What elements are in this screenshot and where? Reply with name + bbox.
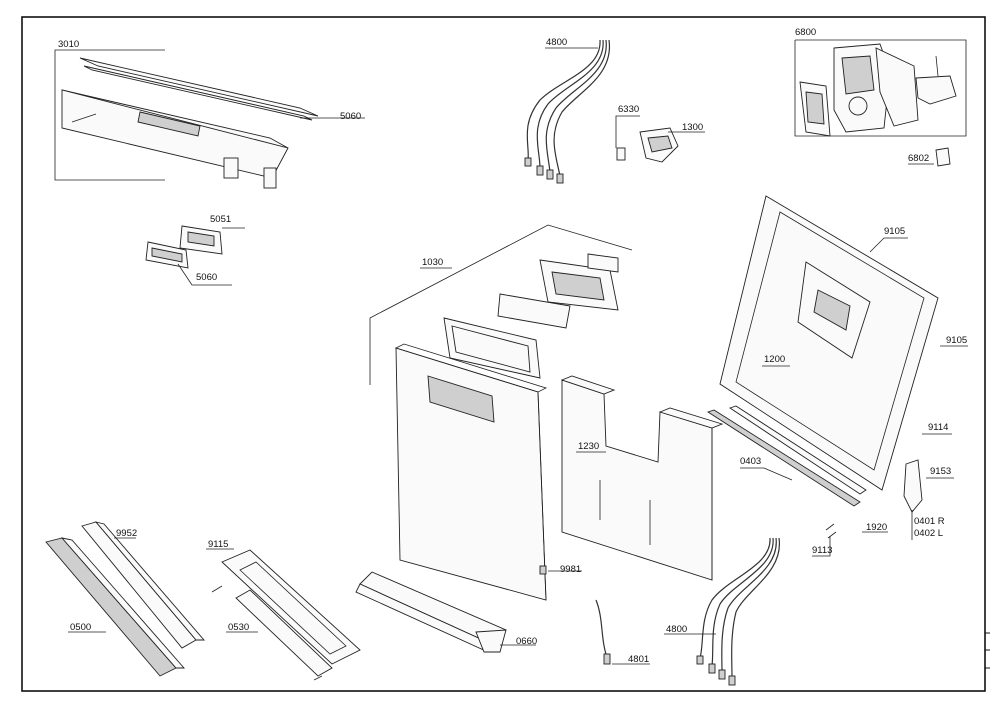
part-group-9113	[812, 523, 837, 557]
part-group-4800-upper	[524, 39, 610, 184]
label-5060-top: 5060	[340, 111, 361, 122]
label-9113: 9113	[812, 545, 832, 556]
diagram-border	[21, 16, 986, 692]
label-4801: 4801	[628, 654, 649, 665]
label-0530: 0530	[228, 622, 249, 633]
label-9105-top: 9105	[884, 226, 905, 237]
label-1200: 1200	[764, 354, 785, 365]
label-6330: 6330	[618, 104, 639, 115]
part-group-1230	[560, 375, 724, 581]
label-0402: 0402 L	[914, 528, 943, 539]
label-6800: 6800	[795, 27, 816, 38]
label-9114: 9114	[928, 422, 948, 433]
label-1030: 1030	[422, 257, 443, 268]
label-1300: 1300	[682, 122, 703, 133]
label-9105-right: 9105	[946, 335, 967, 346]
part-group-0500	[45, 521, 205, 677]
label-0500: 0500	[70, 622, 91, 633]
part-group-1030	[369, 224, 633, 601]
part-group-0401	[903, 459, 954, 540]
part-group-3010	[54, 49, 365, 189]
part-group-0660	[355, 571, 536, 653]
part-group-1200	[719, 195, 968, 491]
part-group-4800-lower	[664, 537, 780, 686]
label-0401: 0401 R	[914, 516, 945, 527]
label-6802: 6802	[908, 153, 929, 164]
label-9153: 9153	[930, 466, 951, 477]
label-4800-top: 4800	[546, 37, 567, 48]
part-group-6800	[794, 39, 967, 167]
label-1920: 1920	[866, 522, 887, 533]
label-3010: 3010	[58, 39, 79, 50]
label-9981: 9981	[560, 564, 581, 575]
label-5051: 5051	[210, 214, 231, 225]
label-0403: 0403	[740, 456, 761, 467]
label-5060-module: 5060	[196, 272, 217, 283]
label-1230: 1230	[578, 441, 599, 452]
label-0660: 0660	[516, 636, 537, 647]
part-group-0530	[206, 548, 361, 681]
part-group-1300	[615, 115, 705, 163]
part-group-5051	[145, 225, 245, 286]
label-9115: 9115	[208, 539, 228, 550]
label-9952: 9952	[116, 528, 137, 539]
label-4800-bottom: 4800	[666, 624, 687, 635]
part-group-4801	[595, 599, 650, 665]
part-group-0403	[706, 405, 888, 533]
